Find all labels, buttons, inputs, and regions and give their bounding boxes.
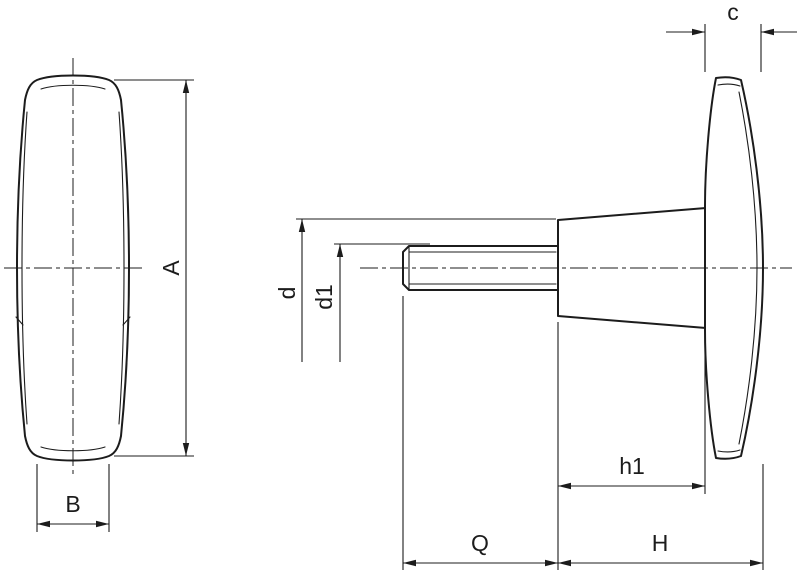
front-view bbox=[4, 58, 146, 478]
front-left-notch bbox=[15, 316, 24, 326]
dimension-H: H bbox=[558, 464, 764, 570]
dimension-Q: Q bbox=[402, 296, 558, 570]
dim-label-d1: d1 bbox=[311, 284, 337, 310]
front-top-inner-contour bbox=[40, 84, 106, 90]
dim-label-B: B bbox=[65, 491, 80, 517]
dim-label-d: d bbox=[274, 287, 300, 300]
dim-label-c: c bbox=[727, 0, 739, 25]
dim-label-H: H bbox=[652, 530, 669, 556]
dimension-c: c bbox=[666, 0, 797, 72]
dim-label-A: A bbox=[158, 260, 184, 276]
dimension-B: B bbox=[36, 464, 110, 532]
dimension-A: A bbox=[114, 79, 194, 457]
dimension-d: d bbox=[274, 218, 556, 362]
front-right-notch bbox=[122, 316, 131, 326]
handle-top-cap-line bbox=[717, 83, 741, 87]
side-view bbox=[360, 76, 792, 460]
dimension-d1: d1 bbox=[311, 243, 430, 362]
dim-label-Q: Q bbox=[471, 530, 489, 556]
dim-label-h1: h1 bbox=[619, 453, 645, 479]
handle-bottom-cap-line bbox=[717, 449, 741, 453]
dimension-h1: h1 bbox=[557, 322, 706, 570]
